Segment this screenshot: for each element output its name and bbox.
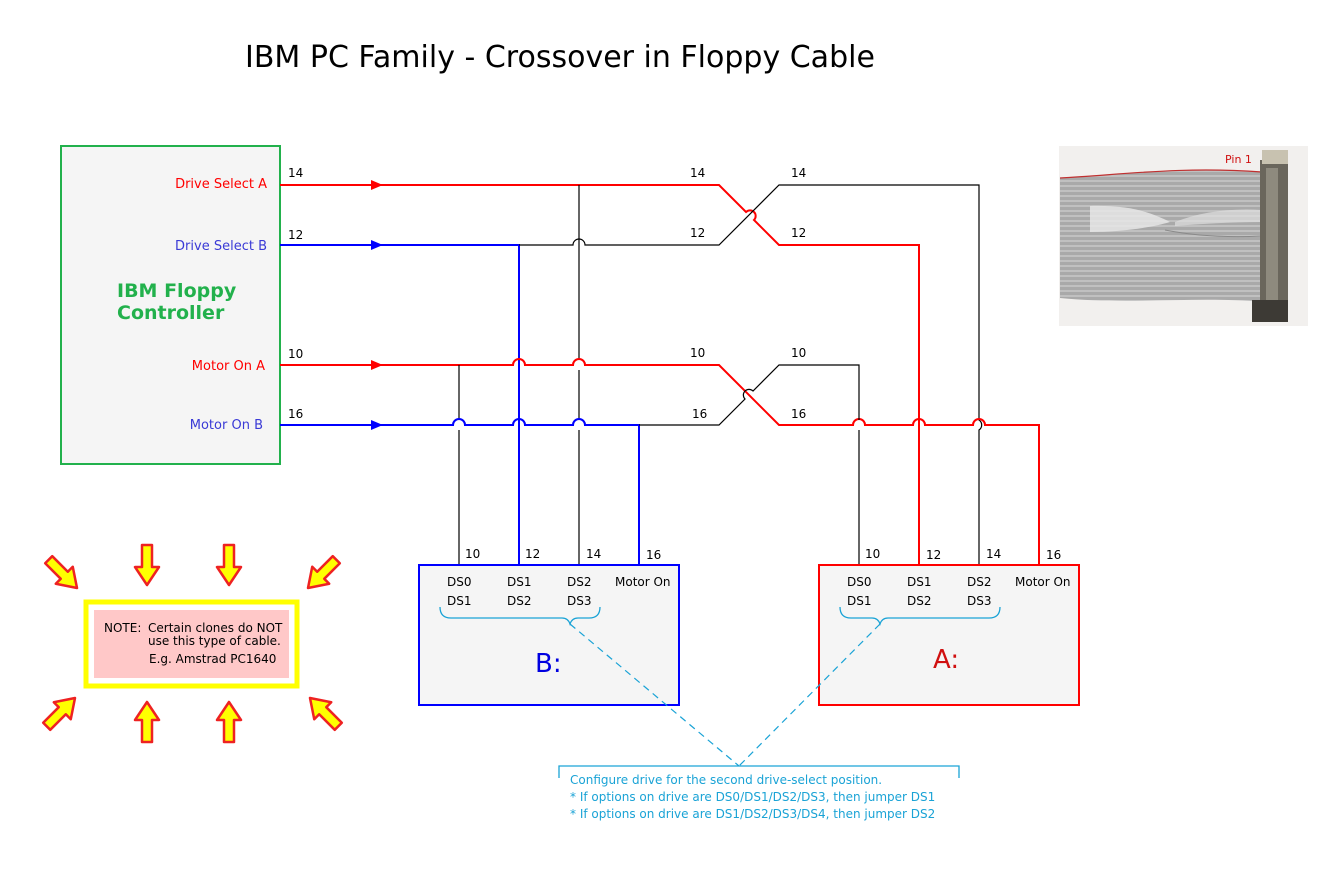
jumper-label: DS0 bbox=[847, 575, 872, 589]
controller-box: IBM Floppy Controller Drive Select A Dri… bbox=[60, 145, 281, 465]
drive-a-box: 10 12 14 16 DS0 DS1 DS2 Motor On DS1 DS2… bbox=[818, 547, 1080, 706]
crossover-pin-label: 16 bbox=[692, 407, 707, 421]
drive-b-pin-label: 14 bbox=[586, 547, 601, 561]
crossover-pin-label: 10 bbox=[690, 346, 705, 360]
jumper-label: DS2 bbox=[907, 594, 932, 608]
drive-letter: B: bbox=[535, 649, 562, 679]
drive-b-pin-label: 12 bbox=[525, 547, 540, 561]
jumper-label: DS1 bbox=[907, 575, 932, 589]
crossover-pin-label: 10 bbox=[791, 346, 806, 360]
drive-letter: A: bbox=[933, 645, 959, 675]
attention-arrow-icon bbox=[133, 543, 161, 587]
crossover-pin-label: 12 bbox=[690, 226, 705, 240]
attention-arrows bbox=[41, 543, 344, 744]
crossover-pin-label: 14 bbox=[690, 166, 705, 180]
note-line: E.g. Amstrad PC1640 bbox=[149, 652, 276, 666]
crossover-pin-label: 16 bbox=[791, 407, 806, 421]
signal-label-drive-select-a: Drive Select A bbox=[175, 177, 267, 192]
jumper-label: DS1 bbox=[847, 594, 872, 608]
jumper-label: DS2 bbox=[567, 575, 592, 589]
wires bbox=[280, 180, 1040, 565]
attention-arrow-icon bbox=[41, 696, 77, 732]
attention-arrow-icon bbox=[306, 554, 342, 590]
wire-pin16-through bbox=[639, 364, 860, 565]
drive-a-pin-label: 12 bbox=[926, 548, 941, 562]
attention-arrow-icon bbox=[215, 543, 243, 587]
signal-label-drive-select-b: Drive Select B bbox=[175, 239, 267, 254]
signal-label-motor-on-a: Motor On A bbox=[192, 359, 265, 374]
note-line: use this type of cable. bbox=[148, 634, 281, 648]
callout-line: Configure drive for the second drive-sel… bbox=[570, 773, 882, 787]
drive-b-pin-label: 10 bbox=[465, 547, 480, 561]
wire-motor-on-a bbox=[380, 358, 1040, 565]
pin-label: 14 bbox=[288, 166, 303, 180]
signal-label-motor-on-b: Motor On B bbox=[190, 418, 263, 433]
crossover-pin-label: 14 bbox=[791, 166, 806, 180]
jumper-label: DS2 bbox=[507, 594, 532, 608]
page-title: IBM PC Family - Crossover in Floppy Cabl… bbox=[245, 40, 875, 75]
wire-drive-select-b bbox=[380, 244, 520, 565]
motor-on-label: Motor On bbox=[1015, 575, 1071, 589]
note-line: Certain clones do NOT bbox=[148, 621, 283, 635]
wire-drive-select-a bbox=[380, 184, 920, 565]
jumper-label: DS0 bbox=[447, 575, 472, 589]
attention-arrow-icon bbox=[215, 700, 243, 744]
callout-bracket bbox=[558, 765, 960, 778]
controller-name-line2: Controller bbox=[117, 302, 225, 324]
jumper-label: DS1 bbox=[507, 575, 532, 589]
callout-leaders bbox=[569, 623, 881, 767]
jumper-label: DS1 bbox=[447, 594, 472, 608]
drive-b-box: 10 12 14 16 DS0 DS1 DS2 Motor On DS1 DS2… bbox=[418, 547, 680, 706]
note-prefix: NOTE: bbox=[104, 621, 141, 635]
drive-a-pin-label: 16 bbox=[1046, 548, 1061, 562]
wire-pin12-through bbox=[519, 184, 983, 565]
controller-name-line1: IBM Floppy bbox=[117, 280, 237, 302]
attention-arrow-icon bbox=[308, 696, 344, 732]
note-box: NOTE: Certain clones do NOT use this typ… bbox=[83, 599, 300, 689]
attention-arrow-icon bbox=[133, 700, 161, 744]
jumper-label: DS3 bbox=[967, 594, 992, 608]
callout-line: * If options on drive are DS1/DS2/DS3/DS… bbox=[570, 807, 935, 821]
pin-label: 12 bbox=[288, 228, 303, 242]
drive-a-pin-label: 14 bbox=[986, 547, 1001, 561]
pin1-label: Pin 1 bbox=[1225, 153, 1252, 166]
jumper-label: DS2 bbox=[967, 575, 992, 589]
jumper-label: DS3 bbox=[567, 594, 592, 608]
wire-motor-on-b bbox=[380, 418, 640, 565]
callout-line: * If options on drive are DS0/DS1/DS2/DS… bbox=[570, 790, 935, 804]
pin-label: 16 bbox=[288, 407, 303, 421]
drive-a-pin-label: 10 bbox=[865, 547, 880, 561]
drive-b-pin-label: 16 bbox=[646, 548, 661, 562]
motor-on-label: Motor On bbox=[615, 575, 671, 589]
cable-photo: Pin 1 bbox=[1059, 146, 1308, 326]
crossover-pin-label: 12 bbox=[791, 226, 806, 240]
pin-label: 10 bbox=[288, 347, 303, 361]
attention-arrow-icon bbox=[43, 554, 79, 590]
